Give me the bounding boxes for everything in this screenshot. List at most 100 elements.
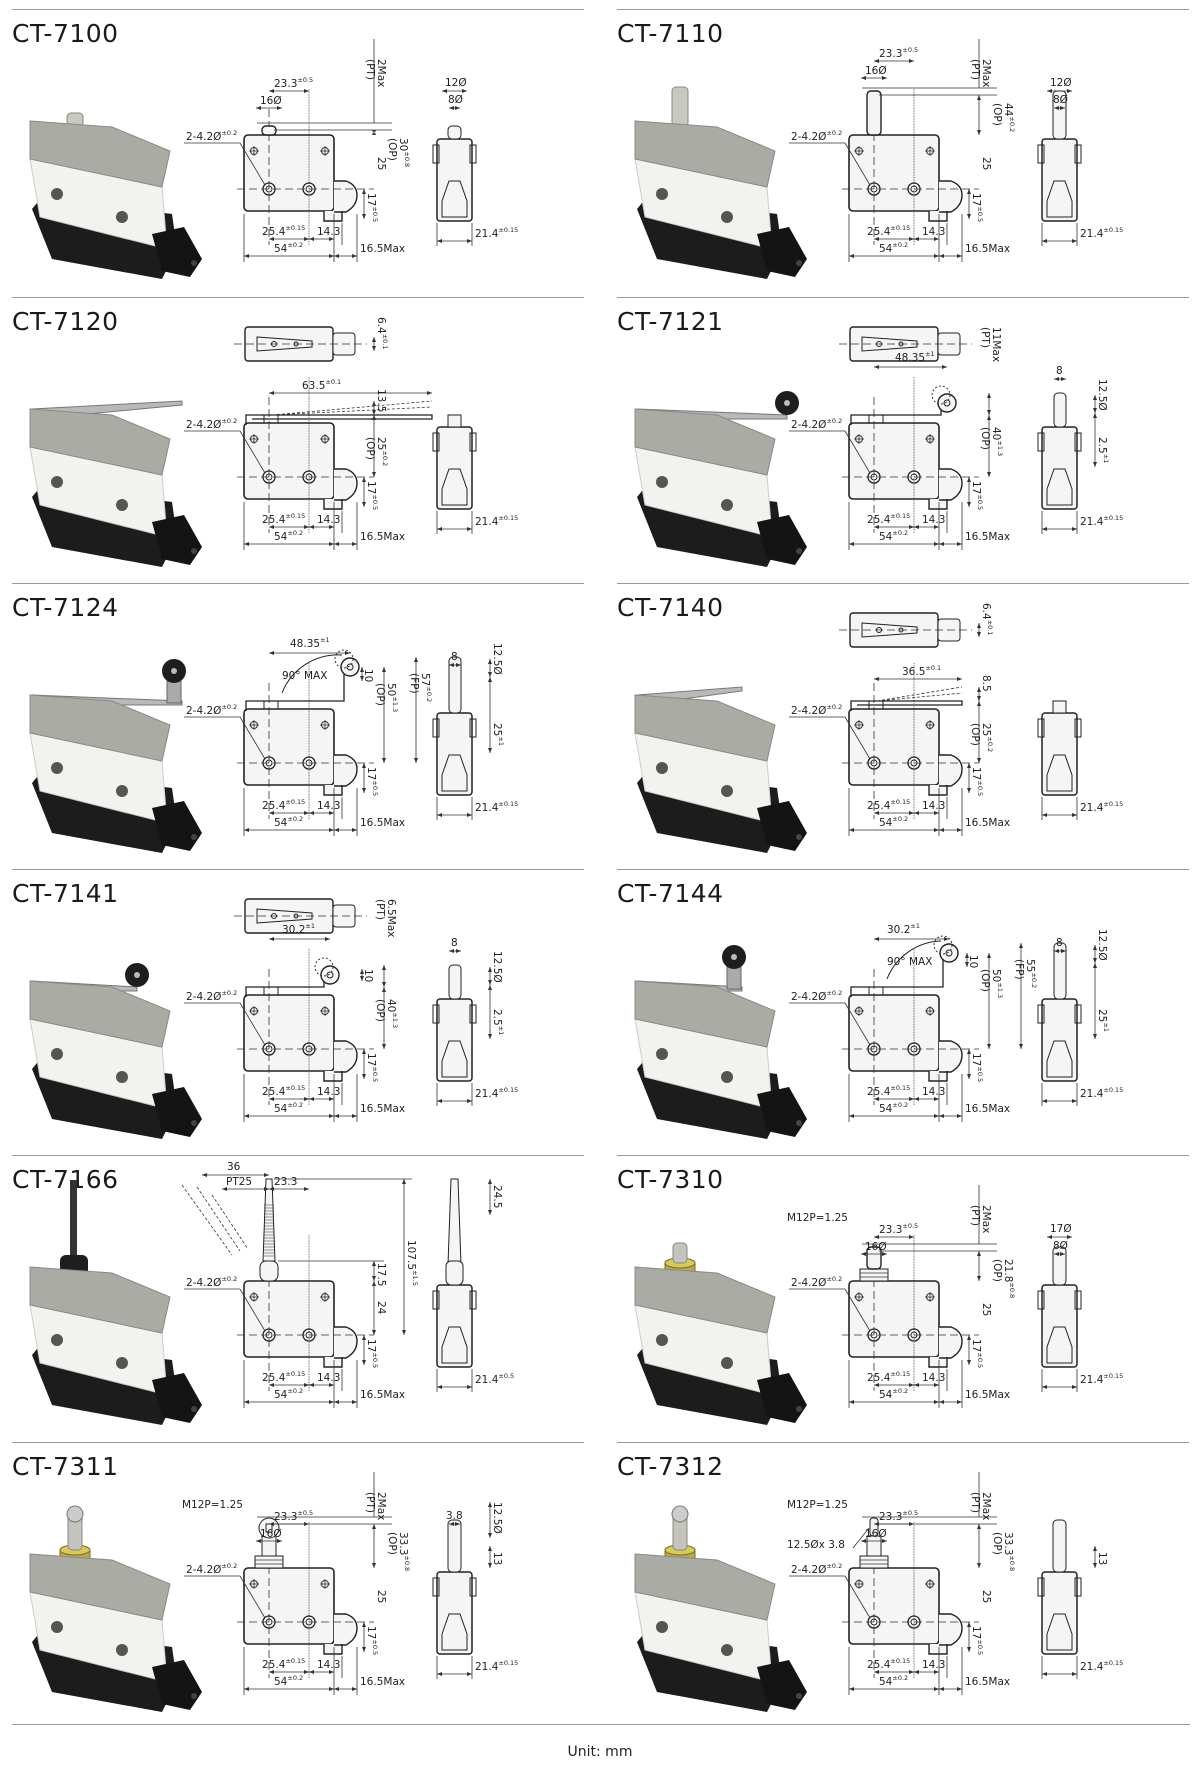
svg-text:8Ø: 8Ø — [1053, 1240, 1068, 1252]
dimension-value: 16.5Max — [965, 1676, 1010, 1688]
svg-text:25.4±0.15: 25.4±0.15 — [262, 512, 305, 526]
dimension-label: 16.5Max — [360, 531, 405, 543]
dimension-label: 16Ø — [260, 1528, 282, 1540]
dimension-label: 25±0.2(OP) — [969, 723, 994, 752]
dimension-value: 30.2 — [887, 924, 910, 936]
svg-text:23.3±0.5: 23.3±0.5 — [879, 1509, 918, 1523]
dimension-label: 14.3 — [317, 1659, 340, 1671]
dimension-value: 25 — [491, 723, 503, 736]
dimension-note: (PT) — [364, 1492, 376, 1513]
dimension-note: (FP) — [408, 673, 420, 694]
dimension-value: 23.3 — [879, 1511, 902, 1523]
dimension-label: 14.3 — [922, 514, 945, 526]
dimension-value: 14.3 — [922, 800, 945, 812]
svg-text:16Ø: 16Ø — [865, 1241, 887, 1253]
dimension-value: 25.4 — [867, 514, 891, 526]
svg-text:16Ø: 16Ø — [865, 1528, 887, 1540]
side-view — [1037, 700, 1082, 820]
svg-text:25±0.2: 25±0.2 — [375, 437, 389, 466]
dimension-value: 16.5Max — [360, 1103, 405, 1115]
dimension-label: 8 — [1056, 937, 1063, 949]
dimension-label: 54±0.2 — [879, 1674, 908, 1688]
dimension-label: 2Max(PT) — [969, 59, 992, 87]
dimension-label: 14.3 — [922, 1086, 945, 1098]
dimension-value: 2.5 — [1096, 437, 1108, 454]
svg-text:21.4±0.15: 21.4±0.15 — [1080, 1659, 1123, 1673]
svg-text:2-4.2Ø±0.2: 2-4.2Ø±0.2 — [791, 129, 842, 143]
svg-text:54±0.2: 54±0.2 — [274, 1101, 303, 1115]
dimension-label: 12.5Ø — [1096, 379, 1108, 411]
svg-text:54±0.2: 54±0.2 — [274, 1387, 303, 1401]
dimension-label: 2Max(PT) — [969, 1205, 992, 1233]
dimension-label: M12P=1.25 — [787, 1499, 848, 1511]
dimension-value: 12.5Øx 3.8 — [787, 1539, 845, 1551]
dimension-label: 16Ø — [865, 1528, 887, 1540]
dimension-label: 14.3 — [317, 226, 340, 238]
dimension-note: (PT) — [979, 327, 991, 348]
dimension-tolerance: ±0.15 — [890, 798, 910, 806]
dimension-label: 6.5Max(PT) — [374, 899, 397, 937]
dimension-value: 17 — [970, 1626, 982, 1639]
svg-text:57±0.2: 57±0.2 — [419, 673, 433, 702]
dimension-label: 2-4.2Ø±0.2 — [791, 1562, 842, 1576]
dimension-value: 2-4.2Ø — [186, 131, 221, 143]
dimension-value: 54 — [274, 1676, 288, 1688]
dimension-value: 6.4 — [980, 603, 992, 620]
dimension-value: 2Max — [375, 1492, 387, 1520]
dimension-label: 54±0.2 — [879, 241, 908, 255]
dimension-value: 25 — [375, 157, 387, 170]
svg-text:107.5±1.5: 107.5±1.5 — [405, 1240, 419, 1286]
dimension-label: 14.3 — [922, 800, 945, 812]
dimension-value: 54 — [274, 243, 288, 255]
dimension-label: 54±0.2 — [879, 815, 908, 829]
dimension-tolerance: ±0.15 — [890, 1370, 910, 1378]
dimension-value: 54 — [879, 1389, 893, 1401]
dimension-label: 48.35±1 — [895, 350, 935, 364]
dimension-tolerance: ±0.2 — [287, 1101, 303, 1109]
dimension-value: 17 — [970, 1053, 982, 1066]
side-view — [1037, 1519, 1097, 1679]
dimension-label: 54±0.2 — [274, 815, 303, 829]
svg-text:23.3±0.5: 23.3±0.5 — [879, 46, 918, 60]
dimension-label: 23.3±0.5 — [879, 1509, 918, 1523]
dimension-value: 16.5Max — [965, 1389, 1010, 1401]
dimension-label: 90° MAX — [282, 670, 327, 682]
dimension-label: 44±0.2(OP) — [991, 103, 1016, 132]
svg-text:21.4±0.15: 21.4±0.15 — [1080, 1372, 1123, 1386]
svg-text:13.5: 13.5 — [375, 389, 387, 412]
svg-text:48.35±1: 48.35±1 — [895, 350, 935, 364]
dimension-tolerance: ±0.5 — [297, 76, 313, 84]
dimension-tolerance: ±0.15 — [498, 226, 518, 234]
dimension-label: 21.4±0.5 — [475, 1372, 514, 1386]
dimension-value: 8 — [1056, 365, 1063, 377]
dimension-label: 16.5Max — [965, 531, 1010, 543]
dimension-label: 16.5Max — [965, 817, 1010, 829]
dimension-value: 2-4.2Ø — [791, 705, 826, 717]
dimension-value: 23.3 — [879, 48, 902, 60]
dimension-label: 21.4±0.15 — [475, 1086, 518, 1100]
dimension-tolerance: ±0.1 — [986, 620, 994, 636]
dimension-label: 33.3±0.8(OP) — [386, 1532, 411, 1571]
svg-text:16.5Max: 16.5Max — [360, 1103, 405, 1115]
svg-text:33.3±0.8: 33.3±0.8 — [1002, 1532, 1016, 1571]
dimension-tolerance: ±1 — [925, 350, 935, 358]
divider — [617, 9, 1189, 10]
svg-text:23.3±0.5: 23.3±0.5 — [274, 76, 313, 90]
dimension-label: 12Ø — [1050, 77, 1072, 89]
dimension-label: 16.5Max — [965, 1389, 1010, 1401]
dimension-label: 54±0.2 — [274, 1674, 303, 1688]
svg-text:21.4±0.15: 21.4±0.15 — [475, 226, 518, 240]
svg-text:17±0.5: 17±0.5 — [970, 767, 984, 796]
dimension-label: 25.4±0.15 — [262, 512, 305, 526]
dimension-label: 57±0.2(FP) — [408, 673, 433, 702]
side-view — [432, 1502, 492, 1679]
dimension-label: 33.3±0.8(OP) — [991, 1532, 1016, 1571]
svg-text:17±0.5: 17±0.5 — [970, 1626, 984, 1655]
dimension-tolerance: ±0.15 — [1103, 1372, 1123, 1380]
dimension-label: 17±0.5 — [970, 1626, 984, 1655]
dimension-tolerance: ±0.15 — [285, 1370, 305, 1378]
